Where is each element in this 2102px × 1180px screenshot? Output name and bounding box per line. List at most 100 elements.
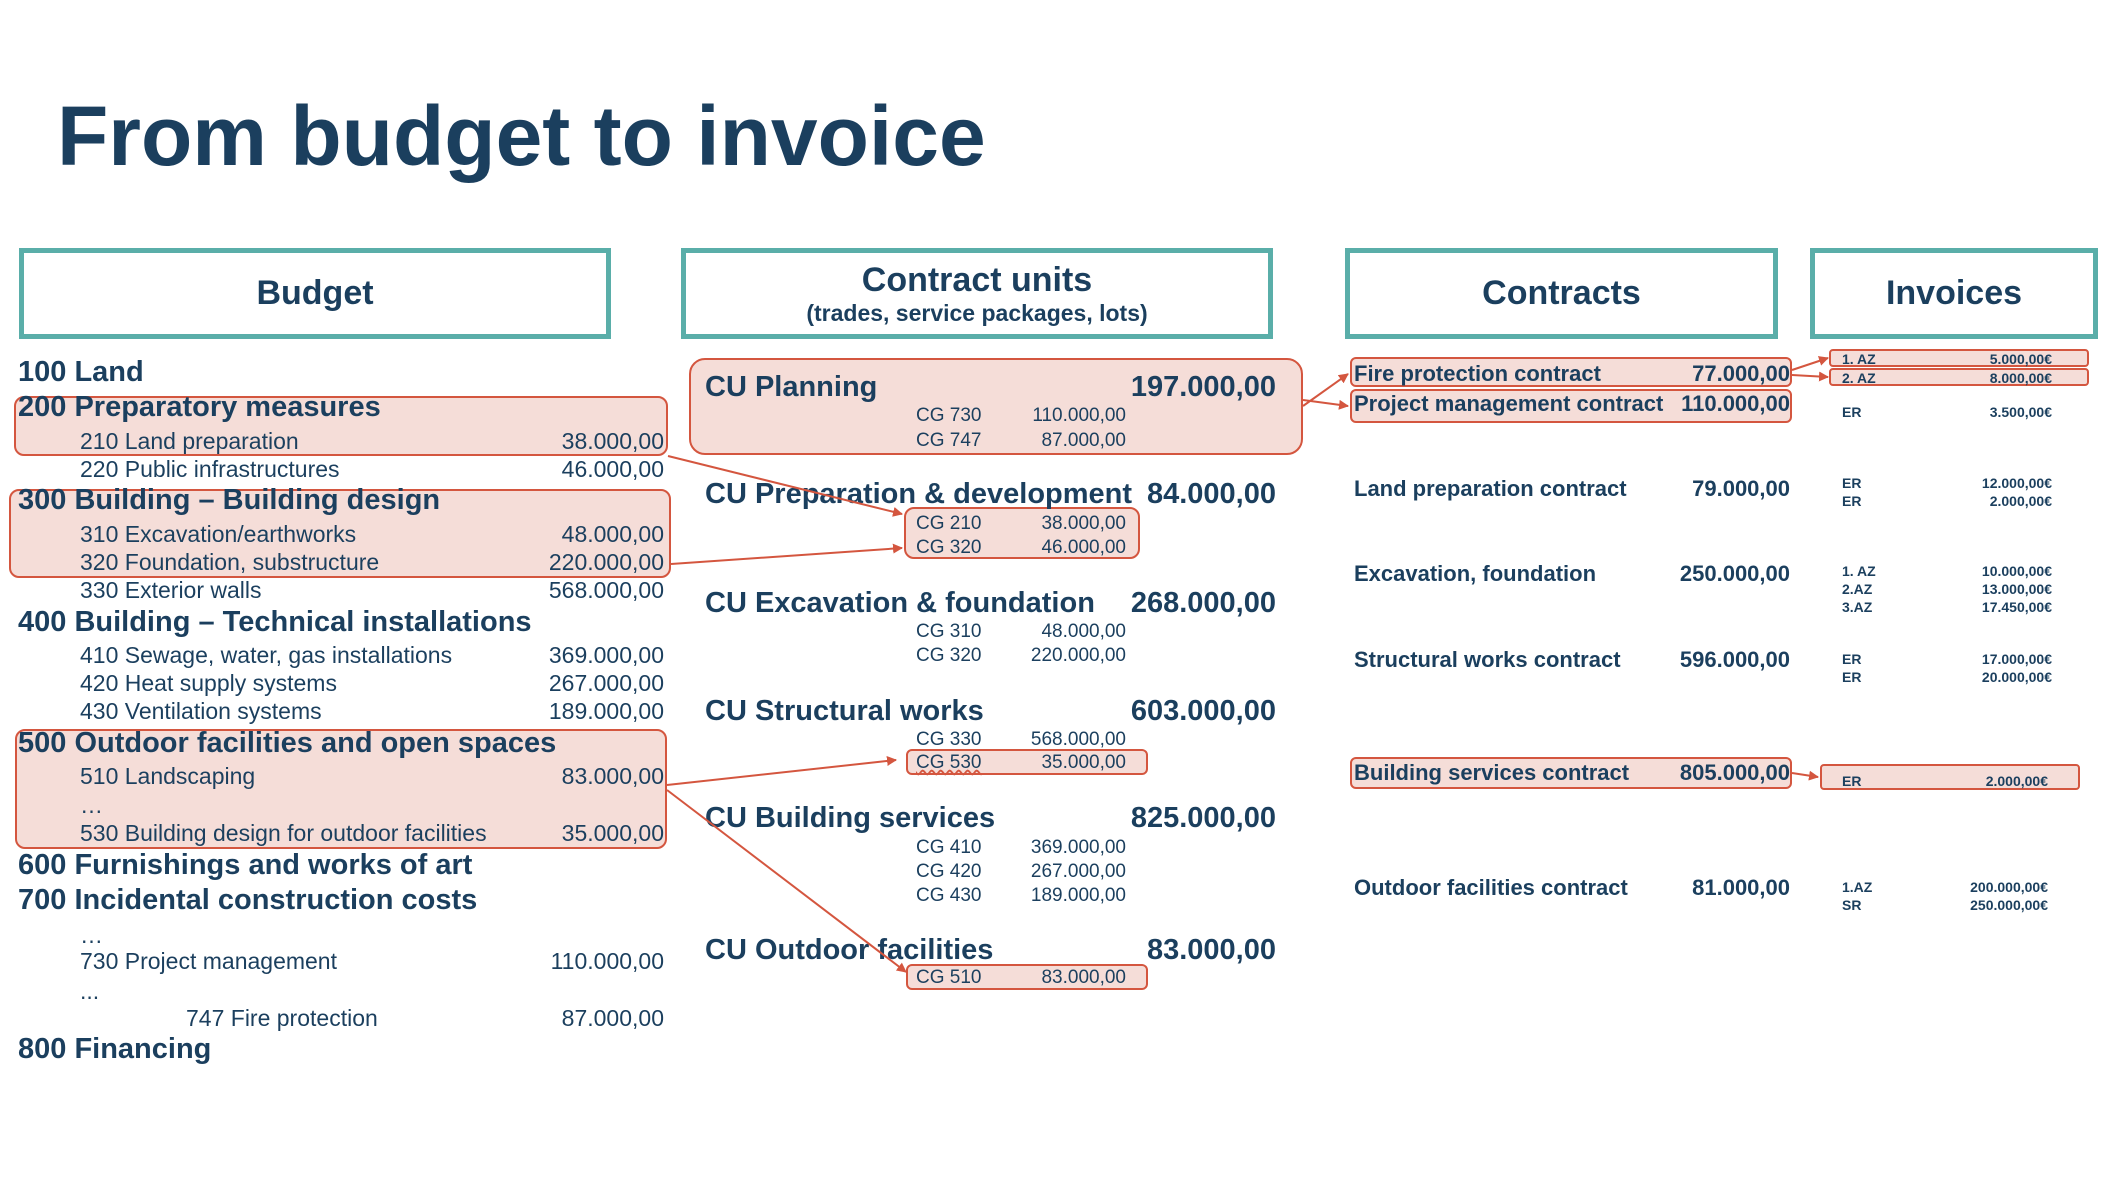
invoice-amount: 8.000,00€	[1989, 370, 2052, 386]
budget-item-label: 430 Ventilation systems	[80, 698, 322, 724]
cg-amount: 369.000,00	[1030, 837, 1126, 858]
page-title: From budget to invoice	[57, 89, 986, 183]
budget-item-label: 530 Building design for outdoor faciliti…	[80, 820, 487, 846]
highlight-cg-530	[906, 749, 1148, 775]
highlight-invoice-services	[1820, 764, 2080, 790]
budget-group-label: 100 Land	[18, 356, 144, 388]
invoice-amount: 200.000,00€	[1970, 879, 2048, 895]
cg-code: CG 430	[916, 885, 982, 906]
invoice-amount: 17.000,00€	[1981, 651, 2052, 667]
contract-name: Project management contract	[1354, 391, 1664, 416]
cg-code: CG 510	[916, 967, 982, 988]
budget-item-label: 320 Foundation, substructure	[80, 549, 380, 575]
arrow-planning-to-pm	[1302, 399, 1349, 410]
budget-item-label: 730 Project management	[80, 948, 337, 974]
contract-amount: 596.000,00	[1679, 647, 1790, 672]
invoice-type: 1. AZ	[1842, 563, 1876, 579]
highlight-invoice-2az	[1829, 368, 2089, 386]
budget-item-amount: 568.000,00	[548, 577, 664, 603]
budget-item-amount: 48.000,00	[561, 521, 664, 547]
cg-code: CG 320	[916, 645, 982, 666]
invoice-amount: 2.000,00€	[1989, 493, 2052, 509]
contracts-header: Contracts	[1345, 248, 1778, 339]
cg-code: CG 310	[916, 621, 982, 642]
highlight-budget-500	[15, 729, 667, 849]
invoice-amount: 5.000,00€	[1989, 351, 2052, 367]
budget-header: Budget	[19, 248, 611, 339]
cg-amount: 220.000,00	[1030, 645, 1126, 666]
cu-amount: 268.000,00	[1130, 587, 1276, 619]
highlight-cu-prep-items	[904, 507, 1140, 559]
budget-item-amount: 189.000,00	[548, 698, 664, 724]
invoice-type: ER	[1842, 773, 1862, 789]
contract-name: Land preparation contract	[1354, 476, 1627, 501]
contract-name: Outdoor facilities contract	[1354, 875, 1628, 900]
cu-name: CU Preparation & development	[705, 478, 1133, 510]
budget-group-label: 300 Building – Building design	[18, 484, 441, 516]
arrow-fire-to-invoice-1	[1791, 356, 1829, 371]
budget-item-amount: 46.000,00	[561, 456, 664, 482]
arrow-510-to-cg530	[666, 756, 897, 786]
cg-amount: 568.000,00	[1030, 729, 1126, 750]
cg-amount: 48.000,00	[1041, 621, 1126, 642]
budget-header-label: Budget	[256, 274, 374, 312]
arrow-planning-to-fire	[1302, 373, 1349, 407]
cg-amount: 189.000,00	[1030, 885, 1126, 906]
cu-amount: 83.000,00	[1146, 934, 1276, 966]
highlight-fire-contract	[1350, 357, 1792, 387]
invoice-amount: 3.500,00€	[1989, 404, 2052, 420]
invoices-header: Invoices	[1810, 248, 2098, 339]
arrow-services-to-invoice	[1791, 770, 1819, 781]
budget-item-amount: 87.000,00	[561, 1005, 664, 1031]
invoice-type: 3.AZ	[1842, 599, 1873, 615]
highlight-pm-contract	[1350, 389, 1792, 423]
budget-item-amount: 369.000,00	[548, 642, 664, 668]
cu-amount: 197.000,00	[1130, 371, 1276, 403]
highlight-invoice-1az	[1829, 349, 2089, 367]
budget-group-label: 500 Outdoor facilities and open spaces	[18, 727, 557, 759]
contract-amount: 81.000,00	[1692, 875, 1790, 900]
cg-amount: 87.000,00	[1041, 430, 1126, 451]
cg-amount: 267.000,00	[1030, 861, 1126, 882]
contract-amount: 110.000,00	[1681, 391, 1790, 416]
invoice-type: 2.AZ	[1842, 581, 1873, 597]
cg-code: CG 410	[916, 837, 982, 858]
budget-item-label: 310 Excavation/earthworks	[80, 521, 357, 547]
invoice-type: ER	[1842, 404, 1862, 420]
arrow-fire-to-invoice-2	[1791, 371, 1829, 382]
invoices-header-label: Invoices	[1885, 274, 2023, 312]
cg-code: CG 530	[916, 752, 982, 773]
cu-name: CU Structural works	[705, 695, 984, 727]
cg-amount: 83.000,00	[1041, 967, 1126, 988]
cg-code: CG 747	[916, 430, 982, 451]
contract-name: Excavation, foundation	[1354, 561, 1597, 586]
budget-group-label: 400 Building – Technical installations	[18, 606, 532, 638]
cg-amount: 46.000,00	[1041, 537, 1126, 558]
budget-item-label: 747 Fire protection	[186, 1005, 378, 1031]
invoice-type: ER	[1842, 475, 1862, 491]
invoice-type: SR	[1842, 897, 1862, 913]
cg-code: CG 420	[916, 861, 982, 882]
budget-item-amount: 83.000,00	[561, 763, 664, 789]
invoice-amount: 10.000,00€	[1981, 563, 2052, 579]
cu-name: CU Planning	[705, 371, 878, 403]
budget-item-amount: 38.000,00	[561, 428, 664, 454]
highlight-cu-planning	[689, 358, 1303, 455]
budget-item-label: …	[80, 922, 103, 948]
budget-item-amount: 267.000,00	[548, 670, 664, 696]
cg-amount: 38.000,00	[1041, 513, 1126, 534]
contract-name: Building services contract	[1354, 760, 1630, 785]
contract-amount: 805.000,00	[1679, 760, 1790, 785]
cg-code: CG 330	[916, 729, 982, 750]
invoice-type: 1.AZ	[1842, 879, 1873, 895]
highlight-services-contract	[1350, 757, 1792, 789]
cg-code: CG 730	[916, 405, 982, 426]
invoice-amount: 250.000,00€	[1970, 897, 2048, 913]
cg-code: CG 210	[916, 513, 982, 534]
budget-item-label: 410 Sewage, water, gas installations	[80, 642, 453, 668]
cg-amount: 110.000,00	[1032, 405, 1126, 426]
contract-units-header-sub: (trades, service packages, lots)	[806, 299, 1148, 326]
cu-name: CU Excavation & foundation	[705, 587, 1095, 619]
cg-code: CG 320	[916, 537, 982, 558]
cu-name: CU Outdoor facilities	[705, 934, 994, 966]
